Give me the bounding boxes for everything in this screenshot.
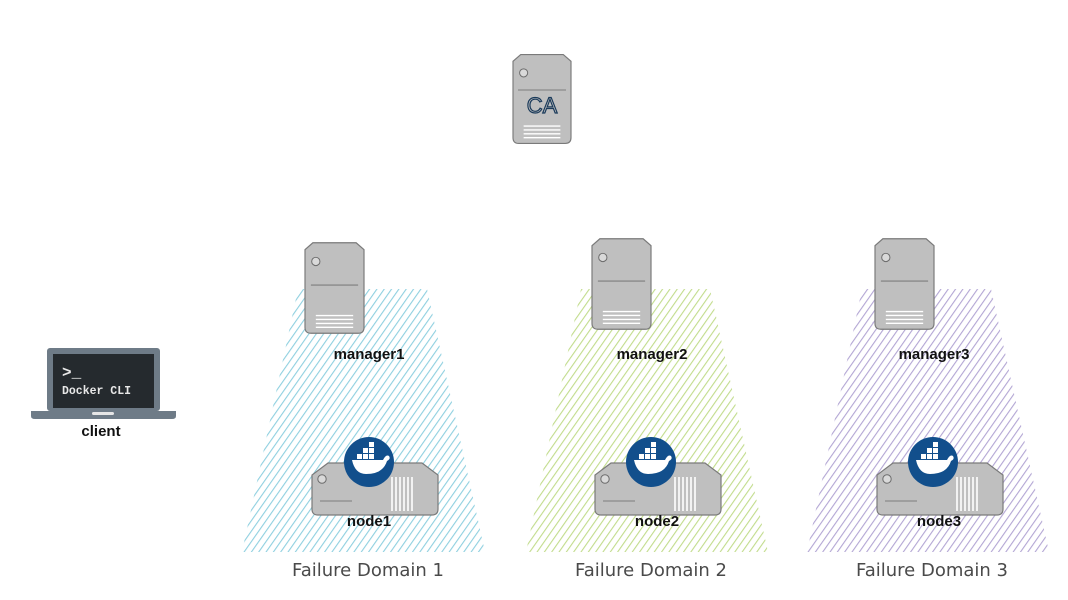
failure-domains: manager1 node1 Failure Domain 1 manager2… [242,237,1049,581]
manager-server-icon [591,237,652,331]
docker-icon [344,437,394,487]
manager-server-icon [304,241,365,335]
docker-icon [908,437,958,487]
ca-label: CA [527,93,558,118]
client-laptop: >_ Docker CLI client [31,348,176,440]
node-label: node3 [917,513,961,530]
terminal-text: Docker CLI [62,385,131,398]
manager-label: manager1 [334,346,405,363]
failure-domain-3: manager3 node3 Failure Domain 3 [807,237,1049,581]
node-label: node1 [347,513,391,530]
manager-label: manager2 [617,346,688,363]
node-label: node2 [635,513,679,530]
manager-label: manager3 [899,346,970,363]
failure-domain-1: manager1 node1 Failure Domain 1 [242,241,485,581]
client-label: client [81,423,120,440]
failure-domain-2: manager2 node2 Failure Domain 2 [526,237,768,581]
docker-icon [626,437,676,487]
domain-label: Failure Domain 2 [575,560,727,581]
ca-server: CA [512,53,572,145]
domain-label: Failure Domain 3 [856,560,1008,581]
manager-server-icon [874,237,935,331]
terminal-prompt: >_ [62,364,82,382]
domain-label: Failure Domain 1 [292,560,444,581]
